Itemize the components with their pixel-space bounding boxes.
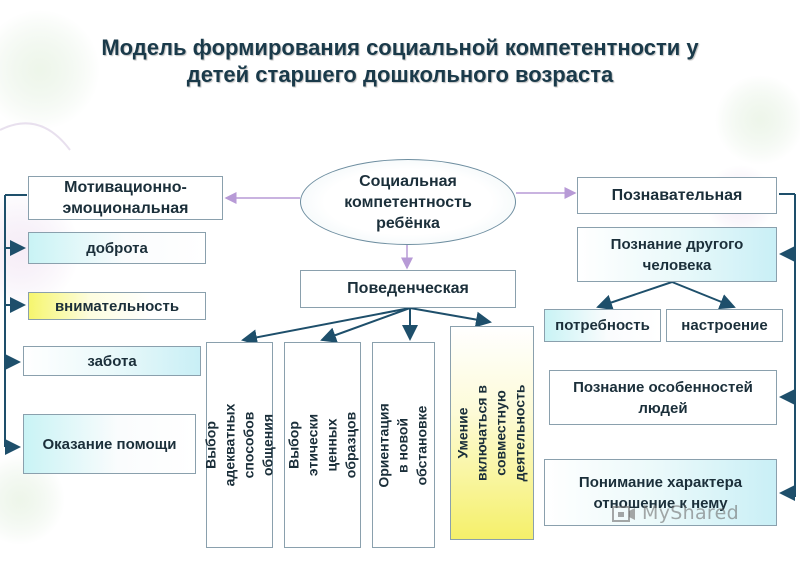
- middle-item-joint-activity: Умение включаться в совместную деятельно…: [450, 326, 534, 540]
- watermark: MyShared: [642, 502, 739, 524]
- right-header-cognitive: Познавательная: [577, 177, 777, 214]
- left-item-help: Оказание помощи: [23, 414, 196, 474]
- left-item-attentiveness: внимательность: [28, 292, 206, 320]
- middle-item-label: Выбор этически ценных образцов: [285, 411, 359, 479]
- right-item-understanding: Понимание характера отношение к нему: [544, 459, 777, 526]
- right-item-know-other: Познание другого человека: [577, 227, 777, 282]
- middle-item-label: Умение включаться в совместную деятельно…: [455, 384, 529, 482]
- middle-item-label: Ориентация в новой обстановке: [376, 402, 431, 488]
- right-item-need: потребность: [544, 309, 661, 342]
- diagram-title: Модель формирования социальной компетент…: [101, 35, 699, 87]
- right-header-label: Познавательная: [611, 186, 743, 204]
- left-item-label: Оказание помощи: [42, 435, 177, 453]
- middle-header-behavioral: Поведенческая: [300, 270, 516, 308]
- right-item-label: настроение: [681, 317, 768, 334]
- right-item-label: Познание особенностей людей: [573, 378, 753, 417]
- right-item-label: потребность: [555, 317, 650, 334]
- right-item-mood: настроение: [666, 309, 783, 342]
- center-node-label: Социальная компетентность ребёнка: [344, 172, 472, 232]
- middle-item-label: Выбор адекватных способов общения: [202, 403, 276, 487]
- left-item-label: внимательность: [54, 297, 180, 315]
- middle-item-orientation: Ориентация в новой обстановке: [372, 342, 435, 548]
- left-item-label: забота: [87, 352, 137, 370]
- right-item-know-people: Познание особенностей людей: [549, 370, 777, 425]
- center-node-social-competence: Социальная компетентность ребёнка: [300, 159, 516, 245]
- middle-item-communication: Выбор адекватных способов общения: [203, 342, 276, 548]
- left-header-motivational: Мотивационно-эмоциональная: [28, 176, 223, 220]
- left-item-kindness: доброта: [28, 232, 206, 264]
- left-item-care: забота: [23, 346, 201, 376]
- right-item-label: Познание другого человека: [610, 235, 744, 274]
- left-item-label: доброта: [86, 239, 148, 257]
- middle-item-ethics: Выбор этически ценных образцов: [284, 342, 361, 548]
- left-header-label: Мотивационно-эмоциональная: [62, 179, 189, 217]
- middle-header-label: Поведенческая: [347, 280, 469, 297]
- myshared-logo-icon: [612, 506, 635, 522]
